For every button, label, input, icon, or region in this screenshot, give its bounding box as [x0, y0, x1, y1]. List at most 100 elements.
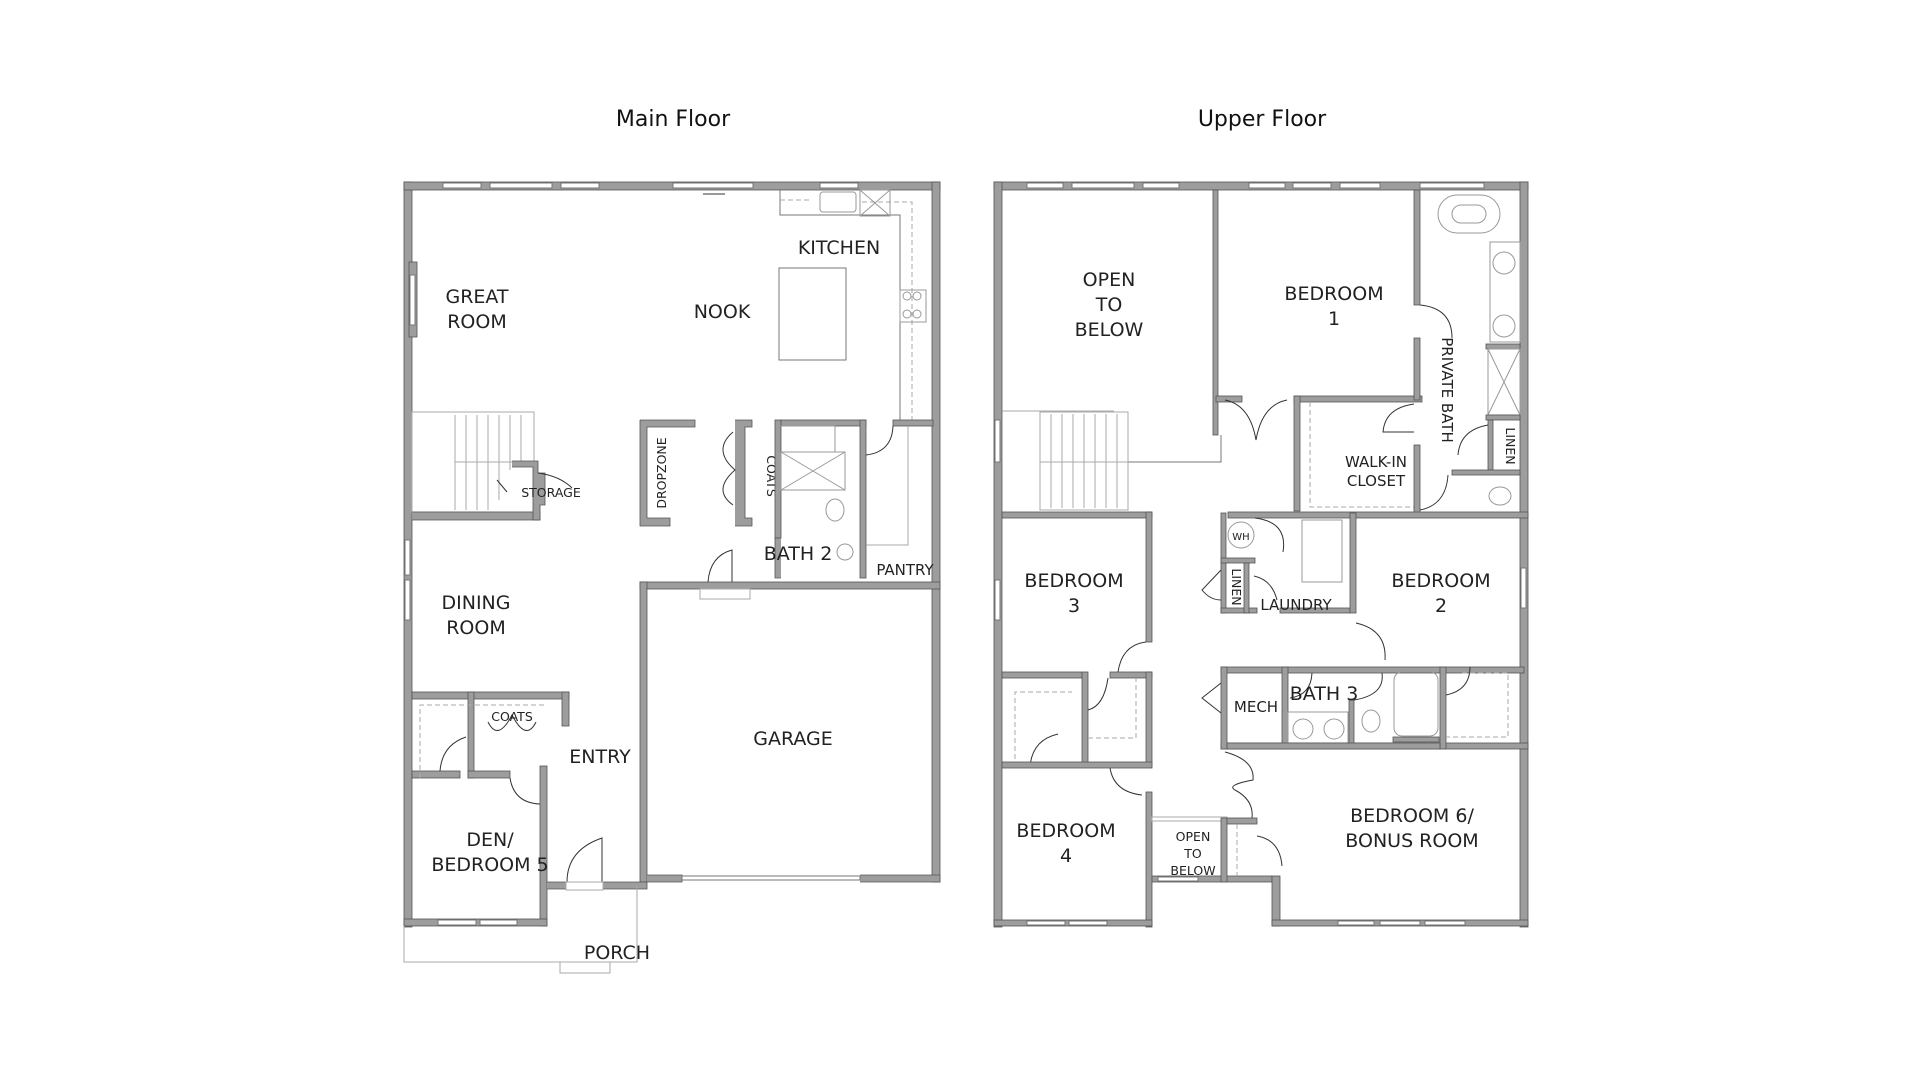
shower-x — [1487, 348, 1521, 416]
den-door — [509, 777, 541, 805]
label-bedroom-1a: BEDROOM — [1284, 283, 1383, 305]
window — [560, 182, 600, 189]
pantry-shelf — [866, 426, 909, 546]
garage-door — [681, 875, 861, 881]
window — [404, 579, 411, 621]
window — [1419, 182, 1485, 189]
porch-step — [559, 961, 611, 974]
wall-garage-top — [639, 581, 941, 590]
burner — [912, 291, 922, 301]
label-linen-master: LINEN — [1503, 427, 1518, 464]
bedroom-3-door — [1117, 641, 1147, 673]
wall-closet-left — [1293, 395, 1301, 512]
label-bedroom-2b: 2 — [1435, 595, 1447, 617]
window — [1068, 920, 1108, 926]
main-floor-plan: STORAGE DROPZONE COATS BATH 2 PANTRY GAR… — [403, 181, 941, 974]
label-private-bath: PRIVATE BATH — [1438, 337, 1456, 443]
wall-main-right — [931, 181, 941, 883]
kitchen-counter — [779, 190, 901, 420]
upper-floor-title: Upper Floor — [1198, 107, 1327, 132]
wall-wh-bottom — [1220, 557, 1256, 564]
label-great-room-1: GREAT — [445, 286, 508, 308]
wall-closet-right — [1145, 671, 1153, 768]
entry-coats-doors — [487, 713, 537, 731]
wall-den-top-mid — [467, 770, 511, 779]
wall-bath2-jog — [774, 537, 781, 579]
wall-bath-left-lower — [1413, 444, 1421, 516]
wall-coats-upper — [735, 419, 753, 527]
label-bedroom-3b: 3 — [1068, 595, 1080, 617]
linen-door — [1457, 424, 1489, 456]
label-bath-2: BATH 2 — [764, 543, 833, 565]
label-bedroom-6a: BEDROOM 6/ — [1350, 805, 1474, 827]
wall-mech-left — [1220, 666, 1228, 750]
sink-icon — [1492, 314, 1516, 338]
water-heater-icon — [1227, 521, 1255, 549]
wall-bath-left-upper — [1413, 189, 1421, 306]
wall-linen-bottom — [1220, 607, 1258, 614]
wall-dropzone — [639, 419, 696, 527]
mech-door — [1201, 682, 1222, 714]
label-wh: WH — [1232, 532, 1249, 543]
wall-garage-bottom-left — [647, 874, 683, 883]
wall-bed3-bottom — [1001, 671, 1083, 679]
window — [437, 919, 477, 926]
threshold — [565, 881, 604, 891]
closet-shelf — [1446, 672, 1509, 738]
linen-hall-door — [1201, 569, 1222, 601]
burner — [902, 291, 912, 301]
double-vanity — [1287, 711, 1349, 749]
closet-shelf — [1088, 678, 1137, 739]
bedroom-2-door — [1355, 622, 1386, 661]
label-bedroom-4b: 4 — [1060, 845, 1072, 867]
bed2-closet-door — [1445, 666, 1471, 696]
wall-bonus-left — [1220, 817, 1228, 883]
den-closet-door — [439, 736, 467, 772]
closet-shelf — [1014, 691, 1072, 767]
sink-icon — [1292, 718, 1314, 740]
label-mech: MECH — [1234, 698, 1278, 716]
shower-x — [780, 451, 846, 491]
label-bath-3: BATH 3 — [1290, 683, 1359, 705]
rail — [1151, 816, 1228, 822]
wh-door — [1254, 517, 1285, 553]
label-den-1: DEN/ — [466, 829, 514, 851]
storage-door — [537, 472, 573, 489]
wall-den-closet-top — [411, 691, 570, 700]
label-walk-in-1: WALK-IN — [1345, 453, 1407, 471]
upper-cabinets — [862, 201, 913, 420]
bathtub-icon — [1393, 671, 1439, 737]
stair-treads — [454, 415, 522, 510]
label-coats-entry: COATS — [491, 709, 533, 724]
wall-bath2-right — [859, 419, 867, 579]
vanity-counter — [1489, 241, 1521, 343]
wall-bed4-top — [1001, 761, 1153, 769]
label-open-below-small-2: TO — [1183, 846, 1202, 861]
label-dropzone: DROPZONE — [654, 437, 669, 508]
label-dining-2: ROOM — [446, 617, 506, 639]
wall-bed1-bottom-left — [1215, 395, 1243, 403]
wall-bath3-top — [1220, 666, 1525, 674]
wall-bath3-bottom — [1226, 742, 1441, 750]
upper-floor-plan: LINEN PRIVATE BATH — [993, 181, 1529, 928]
wall-toilet-room-top — [1451, 469, 1521, 476]
cooktop-icon — [899, 289, 927, 323]
wall-coats-right — [561, 691, 570, 727]
wall-bath3-right — [1439, 666, 1447, 750]
private-bath-door — [1419, 304, 1453, 339]
rail-open-below — [1114, 435, 1222, 463]
vanity — [779, 425, 836, 453]
wall-bath-left-mid — [1413, 337, 1421, 401]
wall-linen-right — [1243, 562, 1250, 614]
window — [1026, 920, 1066, 926]
wall-bed4-right — [1145, 791, 1153, 928]
bonus-room-doors — [1224, 751, 1254, 819]
wall-stair-bottom — [412, 511, 541, 521]
washer-dryer-icon — [1301, 519, 1343, 583]
window — [479, 919, 518, 926]
window — [1071, 182, 1135, 189]
front-door — [566, 837, 603, 883]
toilet-icon — [1361, 709, 1381, 733]
label-porch: PORCH — [584, 942, 650, 964]
wall-garage-left — [639, 581, 648, 883]
